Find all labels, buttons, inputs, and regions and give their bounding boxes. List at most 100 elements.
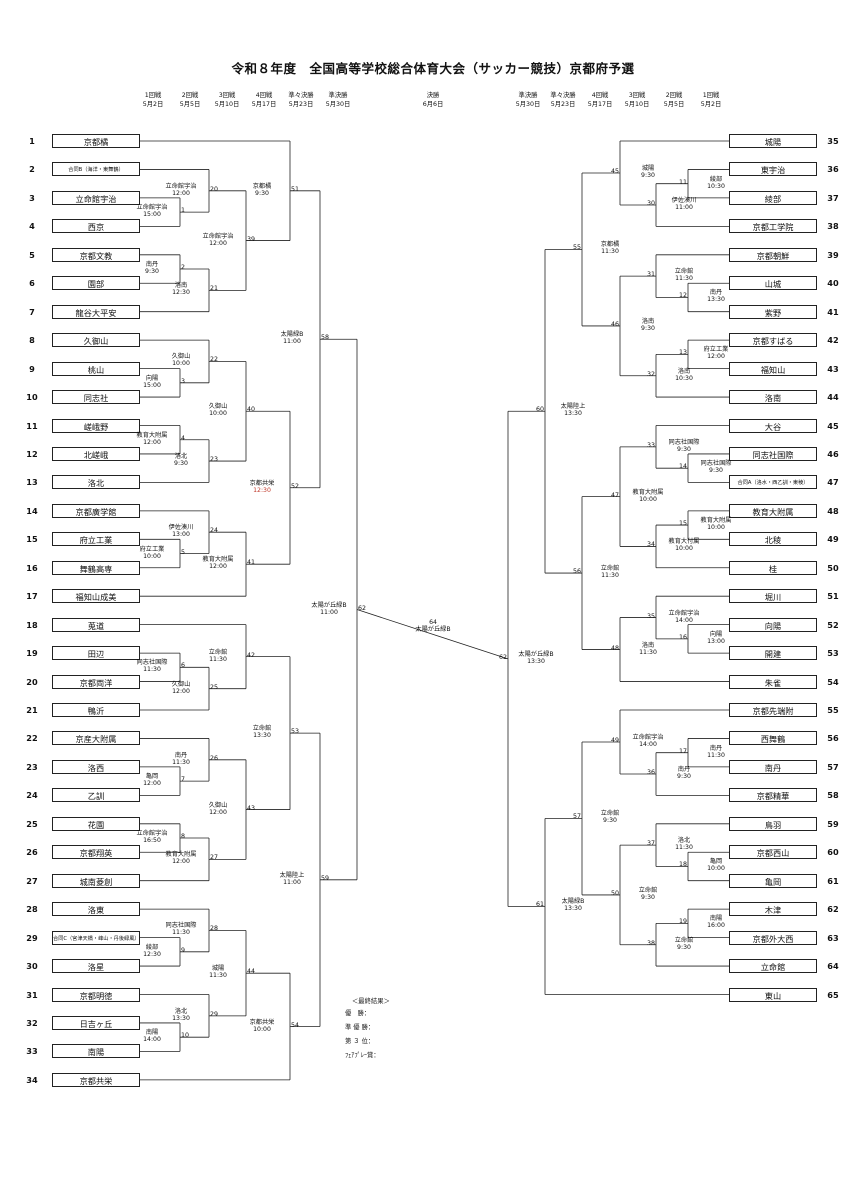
round-header-left: 準決勝 [328, 92, 348, 99]
match-time: 9:30 [677, 943, 691, 951]
team-box-right: 紫野 [729, 304, 817, 319]
team-number-right: 35 [827, 136, 839, 146]
match-number: 3 [181, 377, 186, 385]
team-number-left: 22 [26, 733, 38, 744]
match-winner: 洛北 [174, 453, 188, 461]
team-number-right: 39 [827, 249, 839, 260]
match-time: 13:30 [564, 410, 582, 418]
team-box-left: 立命館宇治 [52, 190, 140, 205]
match-winner: 太陽が丘緑B [311, 601, 347, 609]
team-number-left: 23 [26, 761, 38, 772]
team-number-left: 18 [26, 619, 38, 630]
team-number-right: 63 [827, 932, 839, 943]
match-number: 40 [247, 406, 256, 414]
match-time: 11:30 [707, 751, 725, 759]
team-number-left: 34 [26, 1074, 38, 1085]
match-winner: 向陽 [709, 630, 723, 638]
match-number: 54 [291, 1021, 300, 1029]
match-number: 19 [679, 918, 688, 926]
team-number-right: 61 [827, 875, 839, 886]
team-box-left: 花園 [52, 816, 140, 831]
team-number-left: 1 [29, 136, 35, 146]
match-winner: 久御山 [171, 680, 191, 688]
match-winner: 洛北 [174, 1007, 188, 1015]
team-box-left: 龍谷大平安 [52, 304, 140, 319]
round-date-right: 5月10日 [624, 101, 650, 108]
match-winner: 立命館宇治 [202, 232, 234, 240]
match-winner: 同志社国際 [165, 922, 197, 930]
match-winner: 太陽が丘緑B [518, 650, 554, 658]
round-date-left: 5月5日 [179, 101, 201, 108]
match-number: 30 [647, 200, 656, 207]
team-box-right: 洛南 [729, 390, 817, 405]
match-winner: 立命館 [674, 268, 694, 276]
team-number-right: 48 [827, 505, 839, 516]
match-winner: 城陽 [641, 165, 655, 172]
match-time: 15:00 [143, 381, 161, 389]
team-number-right: 54 [827, 676, 839, 687]
match-time: 13:00 [707, 637, 725, 645]
match-winner: 綾部 [709, 175, 723, 183]
match-number: 59 [321, 874, 330, 882]
team-box-right: 福知山 [729, 361, 817, 376]
match-time: 14:00 [675, 616, 693, 624]
team-number-left: 24 [26, 790, 38, 801]
match-number: 29 [210, 1010, 219, 1018]
match-number: 25 [210, 683, 219, 691]
round-header-left: 2回戦 [181, 92, 199, 99]
round-date-left: 5月10日 [214, 101, 240, 108]
match-winner: 同志社国際 [668, 438, 700, 446]
match-winner: 立命館 [600, 565, 620, 573]
team-box-right: 京都工学院 [729, 219, 817, 234]
team-box-left: 乙訓 [52, 788, 140, 803]
match-number: 37 [647, 840, 656, 848]
match-time: 12:00 [209, 239, 227, 247]
match-time: 11:30 [675, 275, 693, 283]
team-number-left: 7 [29, 306, 35, 317]
team-box-right: 東宇治 [729, 162, 817, 177]
team-box-right: 開建 [729, 646, 817, 661]
team-box-right: 教育大附属 [729, 503, 817, 518]
match-winner: 伊佐湊川 [671, 197, 697, 204]
team-number-right: 57 [827, 761, 839, 772]
team-number-right: 55 [827, 705, 839, 715]
match-winner: 立命館 [674, 936, 694, 944]
team-box-left: 南陽 [52, 1044, 140, 1059]
team-box-right: 京都精華 [729, 788, 817, 803]
team-box-left: 京都翔英 [52, 845, 140, 860]
match-time: 12:00 [172, 189, 190, 197]
match-time: 11:30 [601, 248, 619, 256]
match-number: 52 [291, 482, 300, 490]
match-time: 12:30 [172, 289, 190, 297]
team-box-left: 京都両洋 [52, 674, 140, 689]
match-time: 12:00 [209, 563, 227, 571]
team-number-left: 6 [29, 278, 35, 289]
match-venue: 太陽が丘緑B [415, 625, 451, 633]
team-number-right: 50 [827, 562, 839, 573]
match-time: 11:30 [172, 929, 190, 937]
team-box-left: 桃山 [52, 361, 140, 376]
team-number-right: 47 [827, 477, 839, 488]
team-number-right: 58 [827, 790, 839, 801]
match-winner: 京都橘 [600, 241, 620, 249]
round-date-left: 5月17日 [251, 101, 277, 108]
match-time: 10:00 [172, 360, 190, 368]
